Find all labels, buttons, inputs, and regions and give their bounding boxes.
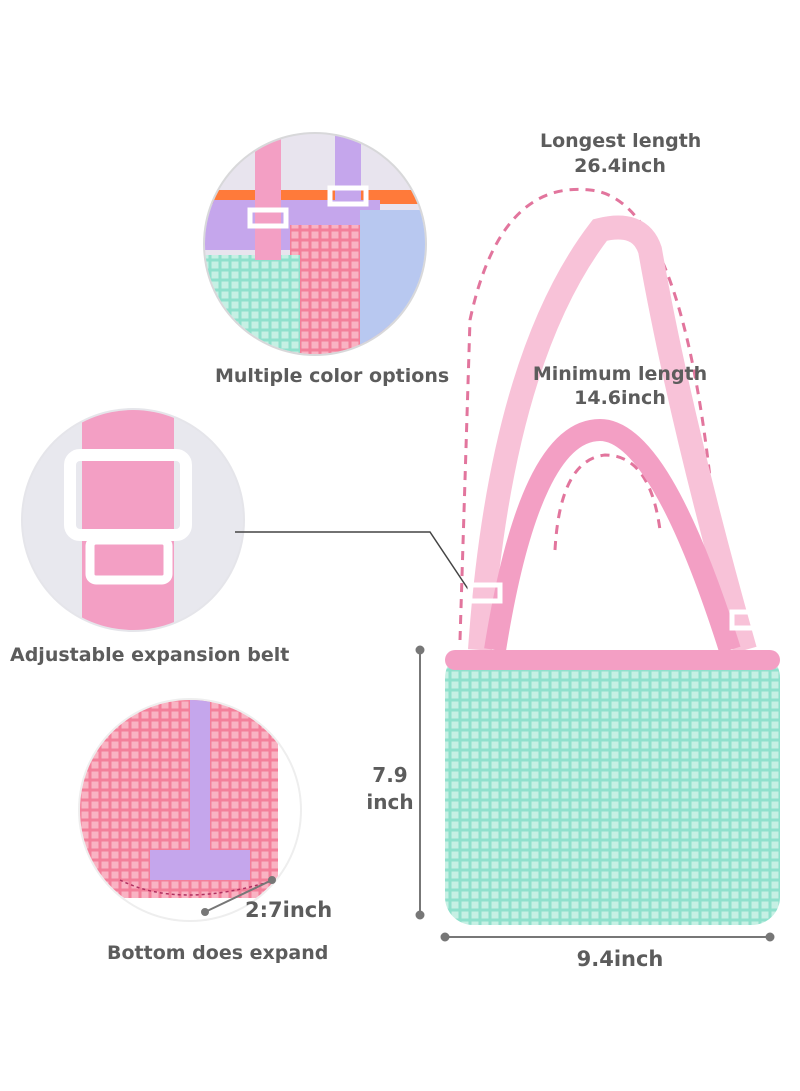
width-value: 9.4inch: [576, 947, 664, 971]
bag-zipper: [445, 650, 780, 670]
longest-length-title: Longest length: [540, 130, 702, 152]
adjustable-belt-zoom: [21, 408, 245, 632]
color-options-caption: Multiple color options: [215, 365, 450, 387]
longest-length-guide: [458, 187, 724, 641]
height-value: 7.9: [372, 763, 408, 787]
minimum-length-value: 14.6inch: [574, 387, 666, 409]
long-strap: [468, 215, 757, 654]
longest-length-value: 26.4inch: [574, 155, 666, 177]
bottom-expand-caption: Bottom does expand: [107, 942, 329, 964]
height-unit: inch: [366, 790, 414, 814]
belt-leader-line: [235, 531, 471, 593]
adjustable-belt-caption: Adjustable expansion belt: [10, 644, 290, 666]
minimum-length-guide: [553, 453, 662, 551]
minimum-length-title: Minimum length: [532, 363, 708, 385]
color-options-zoom: [203, 132, 427, 356]
bag-body: [445, 650, 780, 925]
dimension-lines: [201, 645, 775, 942]
bottom-depth-value: 2:7inch: [245, 898, 333, 922]
short-strap: [484, 418, 741, 654]
bottom-expand-zoom: [78, 698, 302, 922]
